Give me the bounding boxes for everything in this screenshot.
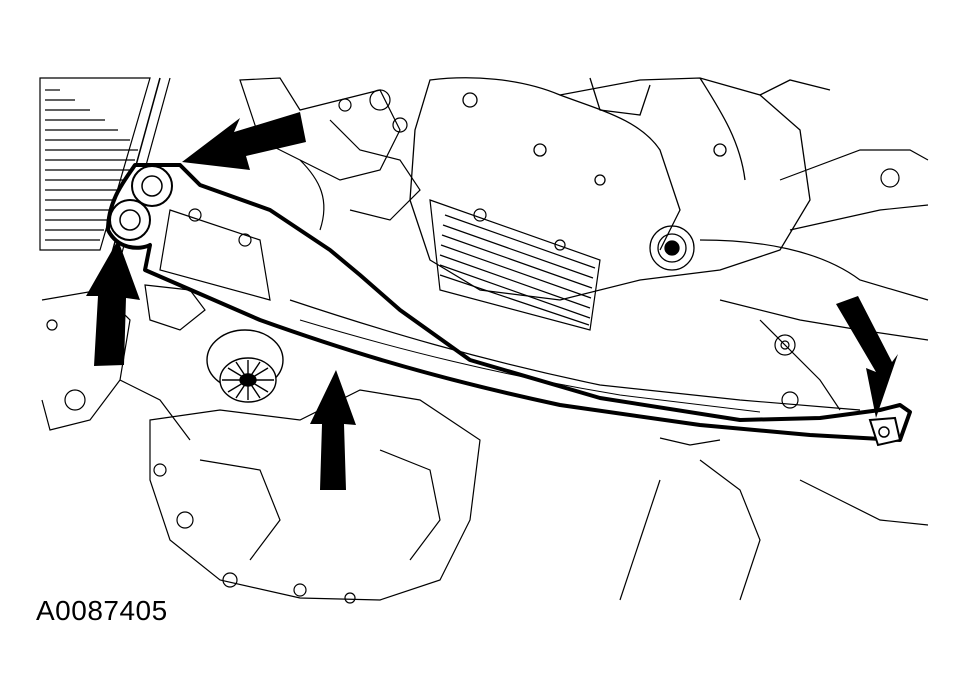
arrow-center-up [310, 370, 356, 490]
arrow-upper-left [182, 112, 306, 170]
transmission-housing [409, 77, 831, 301]
arrow-left-up [86, 240, 140, 366]
bolt-location-arrows [86, 112, 898, 490]
radiator-core [39, 77, 171, 261]
figure-id-label: A0087405 [36, 595, 168, 626]
finned-pan [429, 199, 601, 331]
lower-transaxle [149, 389, 481, 604]
upper-left-components [239, 77, 421, 231]
right-frame-rails [619, 149, 929, 601]
front-crossmember [106, 163, 912, 447]
arrow-right-down [836, 296, 898, 418]
engine-mount [206, 329, 284, 403]
